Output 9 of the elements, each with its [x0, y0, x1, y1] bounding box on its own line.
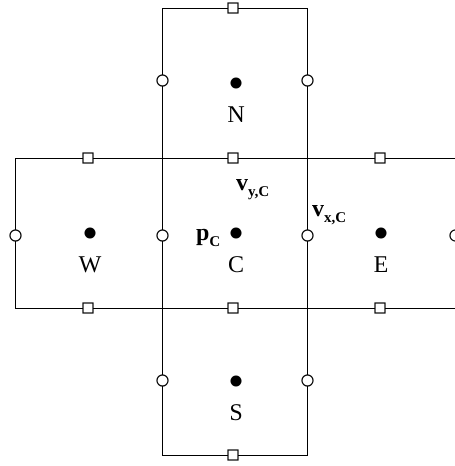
- cell-label: E: [374, 252, 388, 276]
- cell-label: N: [227, 102, 245, 126]
- cell-label: C: [228, 252, 244, 276]
- pressure-label: p$_{C}$: [196, 220, 220, 252]
- velocity-label: v$_{y,C}$: [236, 170, 270, 202]
- velocity-label: v$_{x,C}$: [312, 196, 346, 228]
- grid-cell: [162, 308, 308, 456]
- cell-label: S: [229, 401, 243, 425]
- cell-label: W: [78, 252, 102, 276]
